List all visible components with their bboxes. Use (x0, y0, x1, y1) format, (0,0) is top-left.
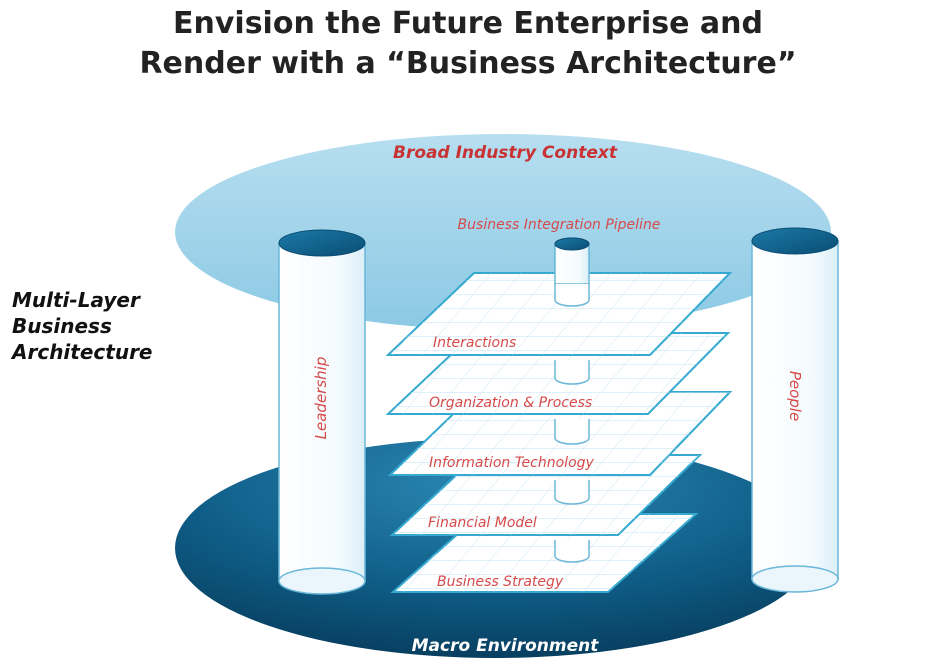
people-pillar (751, 227, 839, 593)
title-line-1: Envision the Future Enterprise and (173, 6, 763, 41)
side-label-line-3: Architecture (12, 340, 153, 364)
title-line-2: Render with a “Business Architecture” (139, 46, 797, 81)
side-label-line-2: Business (12, 314, 112, 338)
pipeline-label: Business Integration Pipeline (458, 217, 661, 233)
layer-label-interactions: Interactions (433, 335, 516, 351)
layer-label-information-technology: Information Technology (429, 455, 595, 471)
top-context-label: Broad Industry Context (393, 143, 618, 163)
side-label-line-1: Multi-Layer (12, 288, 140, 312)
layer-label-organization-process: Organization & Process (429, 395, 592, 411)
people-label: People (786, 371, 804, 421)
layer-interactions (385, 272, 733, 356)
pipeline-segments (554, 237, 590, 563)
page-title: Envision the Future Enterprise and Rende… (0, 4, 936, 84)
multi-layer-label: Multi-Layer Business Architecture (12, 287, 153, 365)
leadership-label: Leadership (312, 357, 330, 440)
layer-label-financial-model: Financial Model (428, 515, 537, 531)
leadership-pillar (278, 229, 366, 595)
layer-label-business-strategy: Business Strategy (437, 574, 564, 590)
bottom-context-label: Macro Environment (412, 636, 600, 656)
